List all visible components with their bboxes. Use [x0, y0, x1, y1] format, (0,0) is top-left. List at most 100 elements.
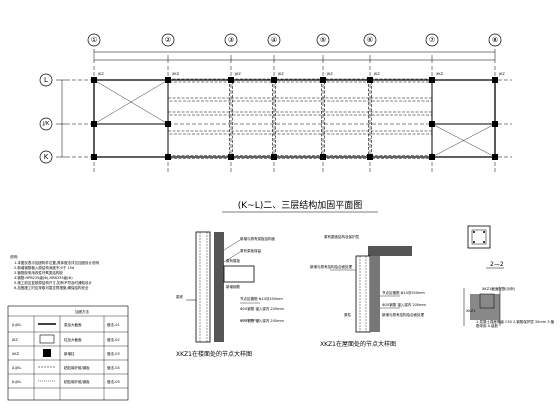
column-K-3 [228, 154, 234, 160]
legend-ref: 做法-01 [107, 322, 120, 327]
detail-1-note: 新增钢筋 [226, 284, 240, 289]
axis-bubble-5: ⑤ [316, 33, 330, 47]
column-tags: JKZ XKZ JKZ JKZ JKZ JKZ XKZ JKZ [97, 72, 505, 76]
svg-text:⑦: ⑦ [429, 36, 435, 44]
column-tag: JKZ [326, 72, 333, 76]
detail-1-note: 原有楼板 [226, 258, 240, 263]
section-2-2-drawing [467, 225, 491, 249]
legend-code: JKZ [11, 338, 18, 342]
detail-1-note: 新增与原有梁板结构面 [240, 236, 275, 241]
column-L-4 [271, 77, 277, 83]
svg-text:①: ① [91, 36, 97, 44]
legend-code: XKZ [12, 352, 20, 356]
legend-desc: 新增柱 [64, 351, 75, 356]
svg-text:⑥: ⑥ [367, 36, 373, 44]
detail-2-note: Φ20钢筋 锚入梁内 200mm [382, 302, 427, 307]
axis-bubble-8: ⑧ [488, 33, 502, 47]
plan-beams [93, 78, 496, 159]
column-JK-1 [91, 121, 97, 127]
detail-1-note: 梁底 [176, 294, 183, 299]
legend-ref: 做法-05 [107, 379, 120, 384]
detail-1-note: 原有梁板保留 [240, 248, 261, 253]
column-tag: JKZ [373, 72, 380, 76]
legend-code: JL/JKL [11, 323, 21, 327]
svg-text:⑧: ⑧ [492, 36, 498, 44]
note-line: 2.新增钢筋植入原结构深度不小于 15d [14, 265, 74, 270]
plan-title: (K~L)二、三层结构加固平面图 [238, 199, 362, 211]
axis-bubble-3: ③ [224, 33, 238, 47]
legend-table [7, 305, 129, 401]
svg-text:④: ④ [271, 36, 277, 44]
detail-1-title: XKZ1在楼面处的节点大样图 [176, 350, 252, 358]
column-JK-8 [492, 121, 498, 127]
column-tag: JKZ [277, 72, 284, 76]
note-line: 5.施工前应复核原结构尺寸,如有不符及时通知设计 [14, 280, 92, 285]
column-L-7 [429, 77, 435, 83]
xkz1-section-title: XKZ1截面配筋(示例) [482, 286, 516, 291]
legend-ref: 做法-04 [107, 365, 120, 370]
legend-code: JL/JKL [11, 366, 21, 370]
column-axis-bubbles: ① ② ③ ④ ⑤ ⑥ ⑦ ⑧ [87, 33, 502, 47]
section-label: 2—2 [490, 261, 504, 268]
column-JK-2 [165, 121, 171, 127]
detail-2-note: 原柱 [344, 312, 352, 317]
column-K-8 [492, 154, 498, 160]
column-L-1 [91, 77, 97, 83]
column-L-3 [228, 77, 234, 83]
svg-text:⑤: ⑤ [320, 36, 326, 44]
legend-desc: 梁加大截面 [64, 322, 82, 327]
axis-bubble-L: L [39, 73, 53, 87]
note-line: 6.加固施工时应采取可靠支撑措施,确保结构安全 [14, 285, 89, 290]
detail-1-drawing [186, 231, 260, 343]
note-line: 3.植筋胶采用改性环氧类结构胶 [14, 270, 63, 275]
column-L-2 [165, 77, 171, 83]
legend-code: JL/JKL [11, 380, 21, 384]
column-K-4 [271, 154, 277, 160]
svg-text:L: L [44, 76, 48, 84]
svg-text:J/K: J/K [42, 121, 50, 127]
legend-symbols [38, 323, 56, 382]
column-tag: XKZ [172, 72, 180, 76]
column-L-8 [492, 77, 498, 83]
section-desc-wrap: 1.混凝土强度等级 C30 2.钢筋保护层 30mm 3.植筋采用 A 级胶 [476, 320, 555, 329]
legend-ref: 做法-03 [107, 351, 120, 356]
detail-1-note: 节点区箍筋 Φ14@250mm [240, 296, 283, 301]
detail-2-note: 节点区箍筋 Φ14@250mm [382, 290, 425, 295]
legend-header: 加固方法 [75, 309, 89, 314]
column-K-1 [91, 154, 97, 160]
column-K-7 [429, 154, 435, 160]
xkz1-section-drawing [463, 288, 501, 326]
axis-bubble-K: K [39, 150, 53, 164]
column-tag: JKZ [498, 72, 505, 76]
legend-desc: 柱加大截面 [64, 337, 82, 342]
detail-1-note: Φ20钢筋 锚入梁内 200mm [240, 306, 285, 311]
legend-desc: 粘贴碳纤维/钢板 [64, 379, 90, 384]
svg-text:②: ② [165, 36, 171, 44]
section-desc: 1.混凝土强度等级 C30 2.钢筋保护层 30mm 3.植筋采用 A 级胶 [476, 320, 555, 329]
column-L-6 [367, 77, 373, 83]
dimension-lines [56, 49, 496, 158]
column-JK-7 [429, 121, 435, 127]
column-K-5 [320, 154, 326, 160]
detail-2-drawing [330, 246, 412, 333]
detail-2-note: 新增与原有结构结合面处理 [382, 312, 424, 317]
column-tag: XKZ [436, 72, 444, 76]
plan-columns [91, 77, 498, 160]
legend-desc: 粘贴碳纤维/钢板 [64, 365, 90, 370]
detail-2-title: XKZ1在屋面处的节点大样图 [320, 340, 396, 348]
axis-bubble-6: ⑥ [363, 33, 377, 47]
note-line: 1.本图仅表示加固构件位置,具体做法详见加固设计说明 [14, 260, 99, 265]
axis-bubble-1: ① [87, 33, 101, 47]
axis-bubble-4: ④ [267, 33, 281, 47]
note-line: 4.钢筋:HPB235级(Φ),HRB335级(Φ) [14, 275, 73, 280]
column-tag: JKZ [234, 72, 241, 76]
legend-ref: 做法-02 [107, 337, 120, 342]
column-tag: JKZ [97, 72, 104, 76]
xkz1-col-tag: XKZ1 [466, 309, 475, 313]
row-axis-bubbles: L J/K K [39, 73, 53, 164]
svg-text:K: K [44, 153, 49, 161]
axis-bubble-JK: J/K [39, 117, 53, 131]
detail-2-note: 新增与原有结构结合面处理 [310, 264, 352, 269]
column-L-5 [320, 77, 326, 83]
